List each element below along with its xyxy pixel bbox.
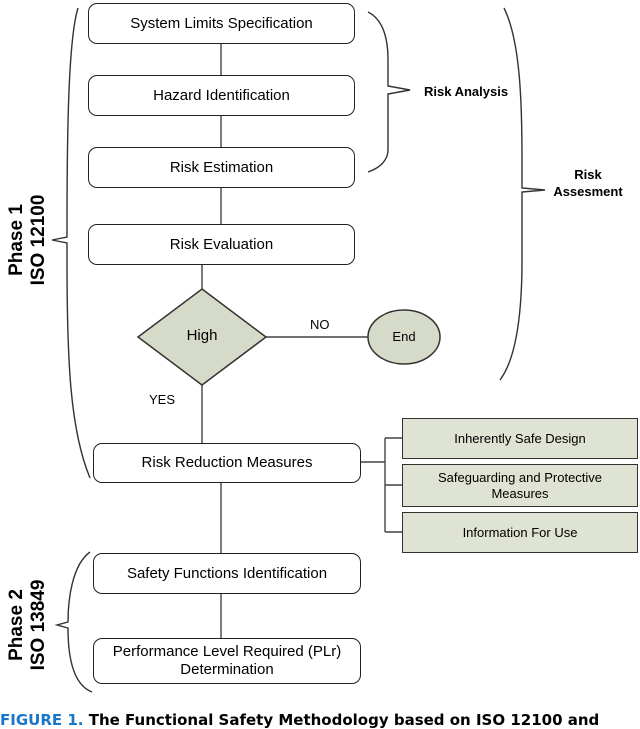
risk-analysis-brace: [367, 11, 411, 173]
measure-inherently-safe-design: Inherently Safe Design: [402, 418, 638, 459]
measure-safeguarding: Safeguarding and Protective Measures: [402, 464, 638, 507]
phase2-title: Phase 2: [6, 589, 27, 661]
figure-caption: FIGURE 1. The Functional Safety Methodol…: [0, 711, 599, 729]
phase1-standard: ISO 12100: [28, 194, 49, 286]
yes-label: YES: [149, 392, 176, 407]
performance-level-box: Performance Level Required (PLr) Determi…: [93, 638, 361, 684]
end-ellipse: [367, 309, 441, 365]
phase1-brace: [51, 7, 91, 479]
system-limits-box: System Limits Specification: [88, 3, 355, 44]
risk-assessment-brace: [499, 7, 546, 381]
phase2-standard: ISO 13849: [28, 579, 49, 671]
decision-label: High: [186, 327, 218, 344]
no-label: NO: [310, 317, 330, 332]
phase1-label: Phase 1 ISO 12100: [6, 180, 50, 300]
risk-analysis-label: Risk Analysis: [424, 84, 509, 99]
caption-text: The Functional Safety Methodology based …: [88, 711, 600, 729]
risk-evaluation-box: Risk Evaluation: [88, 224, 355, 265]
hazard-identification-box: Hazard Identification: [88, 75, 355, 116]
safety-functions-box: Safety Functions Identification: [93, 553, 361, 594]
end-label: End: [392, 329, 416, 344]
phase1-title: Phase 1: [6, 204, 27, 276]
risk-reduction-box: Risk Reduction Measures: [93, 443, 361, 483]
caption-figure-number: FIGURE 1.: [0, 711, 84, 729]
risk-estimation-box: Risk Estimation: [88, 147, 355, 188]
measure-information-for-use: Information For Use: [402, 512, 638, 553]
phase2-brace: [54, 551, 93, 693]
phase2-label: Phase 2 ISO 13849: [6, 565, 50, 685]
decision-diamond: [136, 288, 268, 386]
